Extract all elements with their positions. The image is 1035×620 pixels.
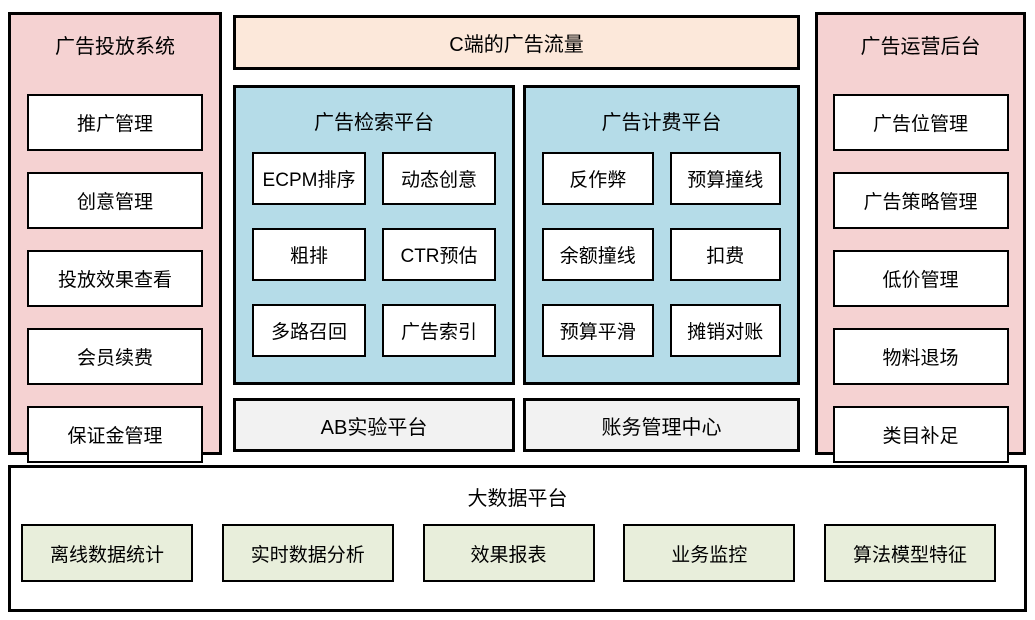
ad-retrieval-grid: ECPM排序 动态创意 粗排 CTR预估 多路召回 广告索引: [236, 152, 512, 357]
panel-ad-retrieval-platform: 广告检索平台 ECPM排序 动态创意 粗排 CTR预估 多路召回 广告索引: [233, 85, 515, 385]
banner-label: C端的广告流量: [449, 34, 584, 56]
ad-retrieval-platform-title: 广告检索平台: [314, 111, 434, 134]
ad-operation-backend-title: 广告运营后台: [860, 35, 981, 58]
box-anti-cheating: 反作弊: [542, 152, 654, 205]
box-ctr-estimation: CTR预估: [382, 228, 496, 281]
box-fee-deduction: 扣费: [669, 228, 781, 281]
box-creative-management: 创意管理: [27, 172, 203, 229]
box-ad-slot-management: 广告位管理: [832, 94, 1009, 151]
panel-ad-billing-platform: 广告计费平台 反作弊 预算撞线 余额撞线 扣费 预算平滑 摊销对账: [523, 85, 800, 385]
box-ad-strategy-management: 广告策略管理: [832, 172, 1009, 229]
box-ecpm-ranking: ECPM排序: [252, 152, 366, 205]
box-algorithm-model-features: 算法模型特征: [824, 524, 996, 582]
box-delivery-effect-view: 投放效果查看: [27, 250, 203, 307]
box-member-renewal: 会员续费: [27, 328, 203, 385]
box-coarse-ranking: 粗排: [252, 228, 366, 281]
box-offline-data-statistics: 离线数据统计: [21, 524, 193, 582]
box-ad-index: 广告索引: [382, 304, 496, 357]
ab-test-platform-label: AB实验平台: [320, 416, 428, 439]
bar-finance-management-center: 账务管理中心: [523, 398, 800, 452]
box-realtime-data-analysis: 实时数据分析: [221, 524, 394, 582]
box-multi-channel-recall: 多路召回: [252, 304, 366, 357]
ad-billing-platform-title: 广告计费平台: [601, 111, 722, 134]
box-amortization-reconciliation: 摊销对账: [669, 304, 781, 357]
ad-delivery-system-title: 广告投放系统: [55, 35, 175, 58]
box-budget-limit: 预算撞线: [669, 152, 781, 205]
finance-management-center-label: 账务管理中心: [601, 416, 722, 439]
box-category-supplement: 类目补足: [832, 406, 1009, 463]
box-low-price-management: 低价管理: [832, 250, 1009, 307]
box-balance-limit: 余额撞线: [542, 228, 654, 281]
box-deposit-management: 保证金管理: [27, 406, 203, 463]
box-promotion-management: 推广管理: [27, 94, 203, 151]
box-material-exit: 物料退场: [832, 328, 1009, 385]
ad-billing-grid: 反作弊 预算撞线 余额撞线 扣费 预算平滑 摊销对账: [526, 152, 797, 357]
bar-ab-test-platform: AB实验平台: [233, 398, 515, 452]
panel-big-data-platform: 大数据平台 离线数据统计 实时数据分析 效果报表 业务监控 算法模型特征: [8, 465, 1027, 612]
panel-ad-delivery-system: 广告投放系统 推广管理 创意管理 投放效果查看 会员续费 保证金管理: [8, 12, 222, 463]
banner-c-side-ad-traffic: C端的广告流量: [233, 15, 800, 70]
box-effect-report: 效果报表: [422, 524, 595, 582]
big-data-modules-row: 离线数据统计 实时数据分析 效果报表 业务监控 算法模型特征: [11, 524, 1024, 582]
box-business-monitoring: 业务监控: [623, 524, 796, 582]
box-dynamic-creative: 动态创意: [382, 152, 496, 205]
big-data-platform-title: 大数据平台: [467, 487, 568, 510]
panel-ad-operation-backend: 广告运营后台 广告位管理 广告策略管理 低价管理 物料退场 类目补足: [815, 12, 1026, 463]
box-budget-smoothing: 预算平滑: [542, 304, 654, 357]
